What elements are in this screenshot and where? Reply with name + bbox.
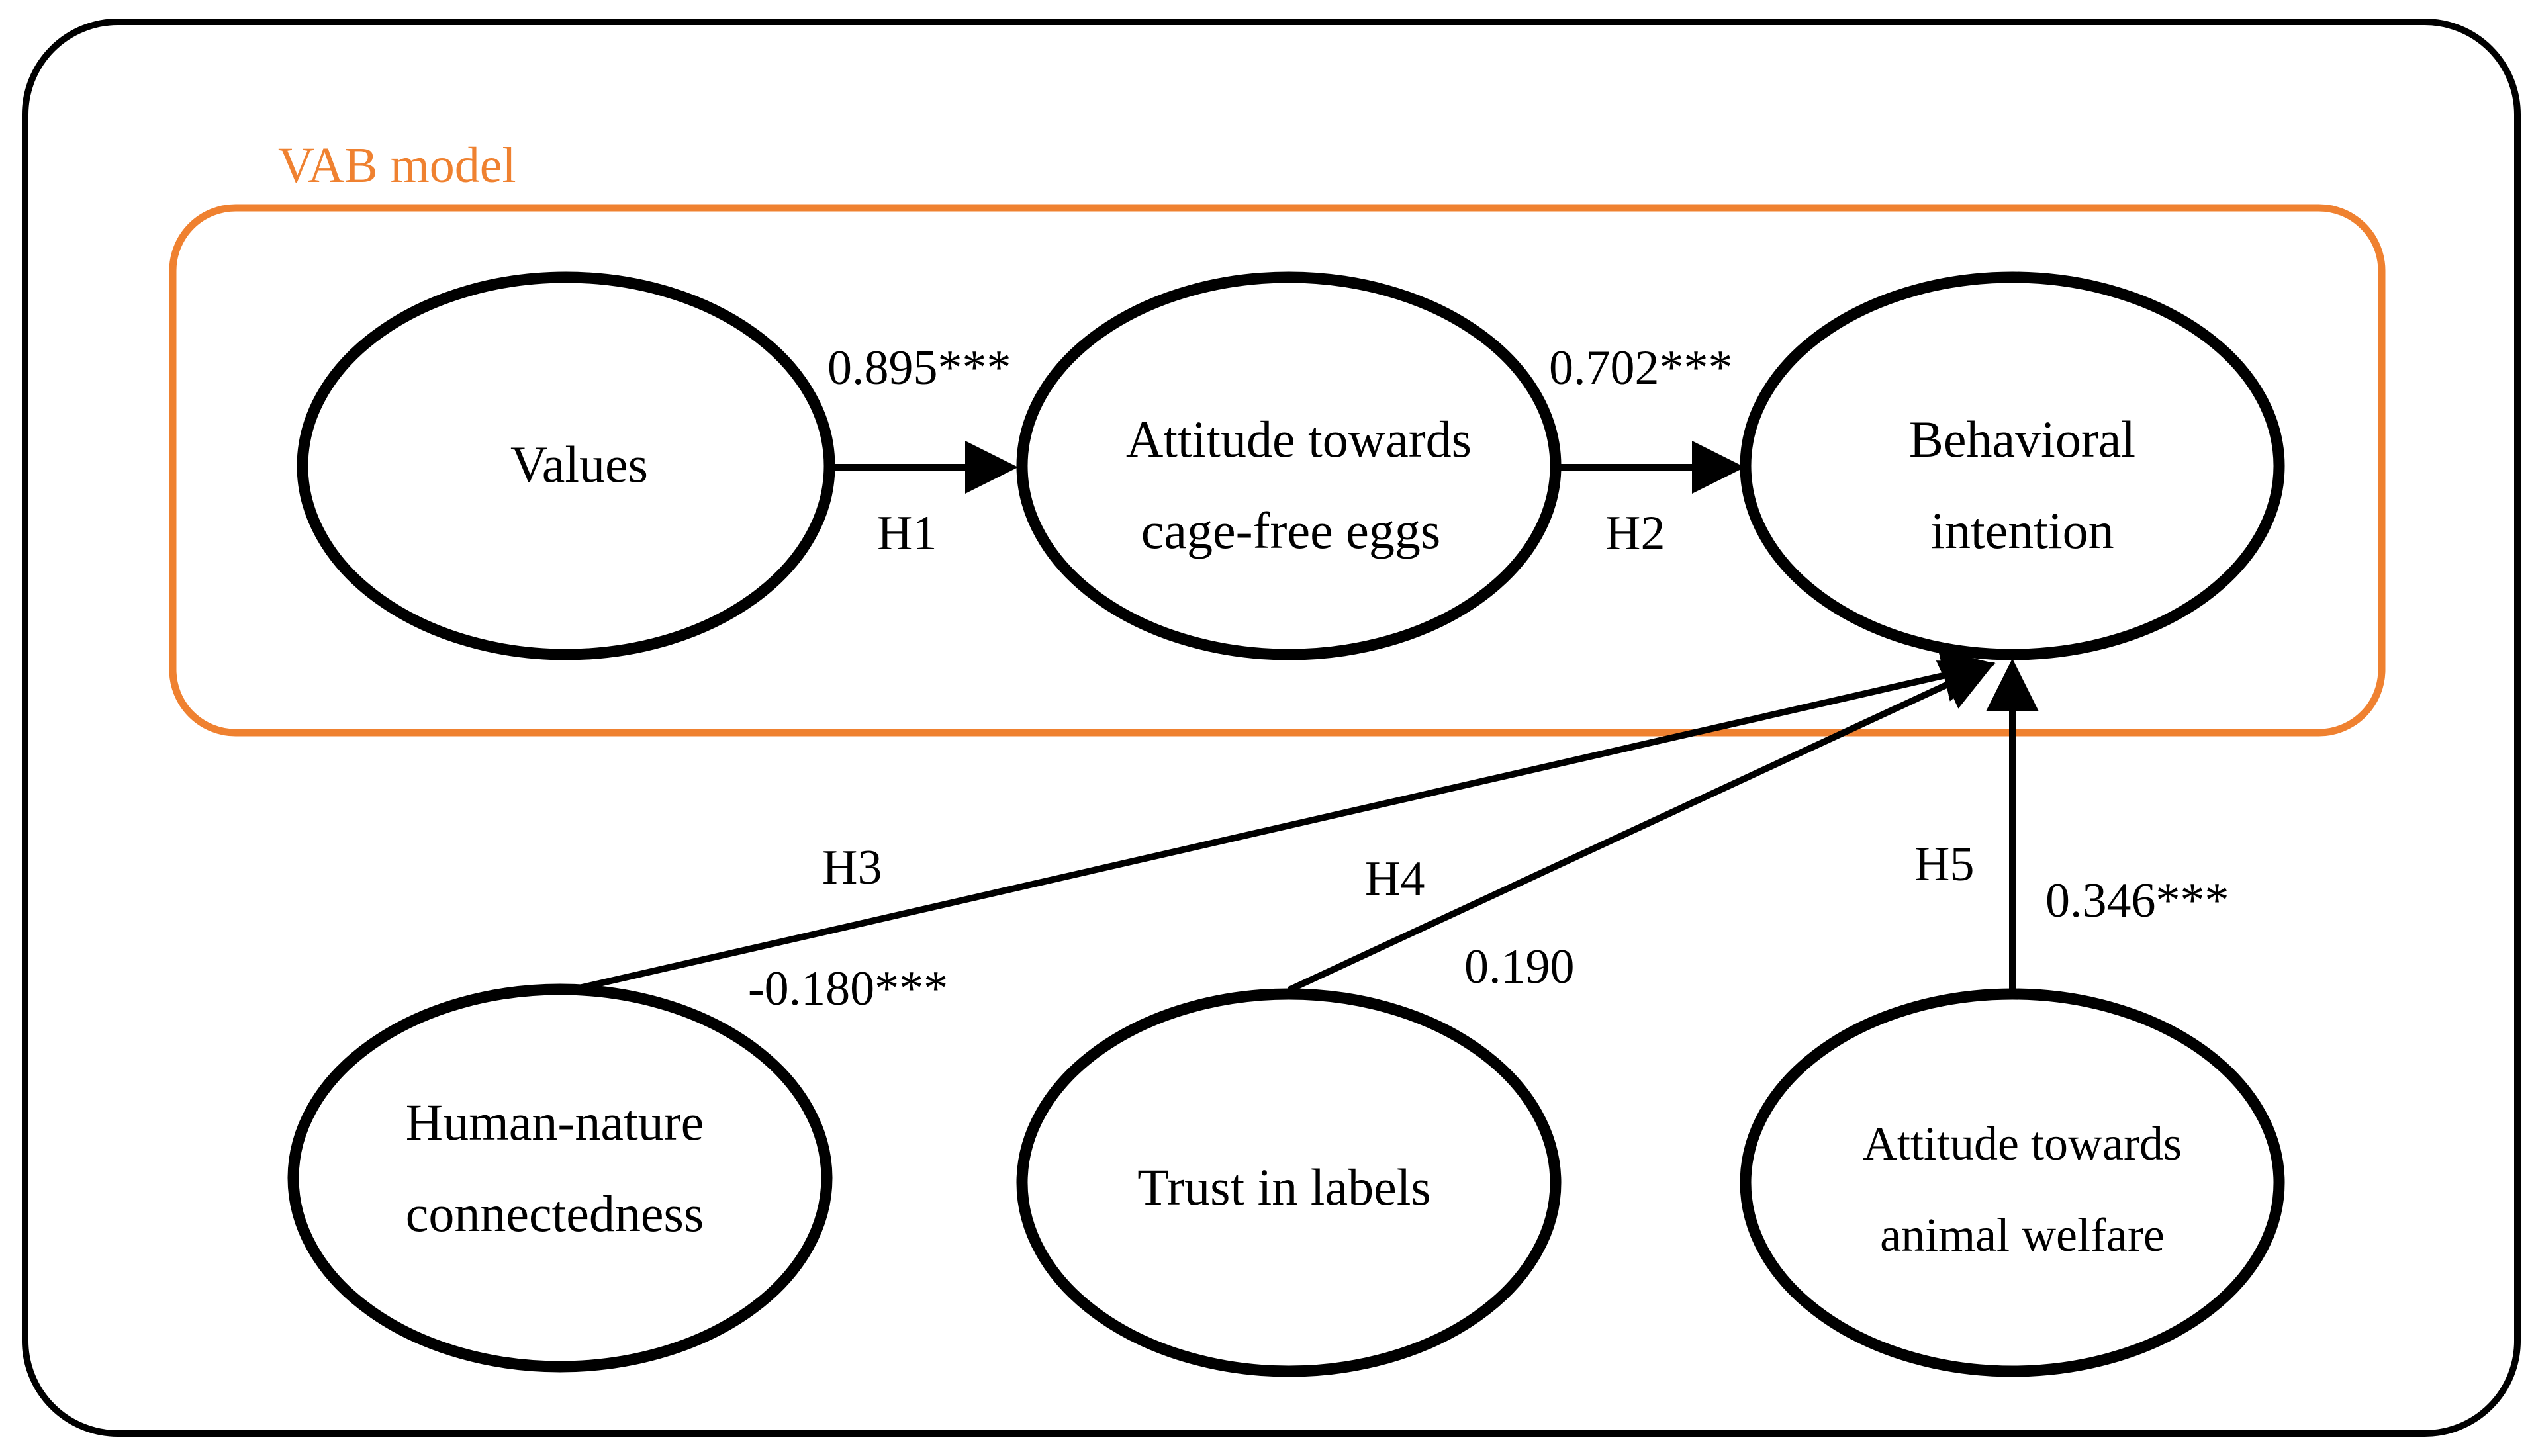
edge-h3-arrow	[572, 649, 1996, 993]
edge-h3-hypothesis: H3	[822, 841, 882, 895]
node-behavioral-intention-label-line2: intention	[1930, 502, 2114, 559]
node-behavioral-intention-label-line1: Behavioral	[1909, 410, 2135, 468]
node-attitude-animal-welfare-label-line2: animal welfare	[1880, 1208, 2165, 1261]
node-behavioral-intention-ellipse	[1740, 271, 2285, 660]
node-trust-in-labels-ellipse	[1016, 988, 1562, 1377]
vab-model-title: VAB model	[278, 138, 516, 193]
node-trust-in-labels-label: Trust in labels	[1137, 1158, 1431, 1216]
node-human-nature-label-line1: Human-nature	[406, 1093, 704, 1151]
node-trust-in-labels: Trust in labels	[1016, 988, 1562, 1377]
edge-h2-hypothesis: H2	[1605, 506, 1665, 561]
node-behavioral-intention: Behavioral intention	[1740, 271, 2285, 660]
node-values-label: Values	[510, 435, 648, 493]
node-attitude-cage-free-label-line2: cage-free eggs	[1141, 502, 1441, 559]
node-attitude-cage-free-label-line1: Attitude towards	[1126, 410, 1472, 468]
node-attitude-cage-free-eggs: Attitude towards cage-free eggs	[1016, 271, 1562, 660]
edges	[572, 441, 2039, 993]
edge-h1-hypothesis: H1	[877, 506, 937, 561]
edge-h1-coefficient: 0.895***	[827, 341, 1011, 395]
edge-h4-hypothesis: H4	[1365, 852, 1425, 906]
edge-h4-coefficient: 0.190	[1464, 940, 1575, 994]
edge-h5-hypothesis: H5	[1914, 837, 1974, 891]
edge-h2-coefficient: 0.702***	[1549, 341, 1733, 395]
node-human-nature-label-line2: connectedness	[406, 1185, 704, 1242]
node-human-nature-ellipse	[287, 983, 833, 1373]
edge-h3-coefficient: -0.180***	[748, 962, 948, 1016]
edge-labels: 0.895*** H1 0.702*** H2 H3 -0.180*** H4 …	[748, 341, 2229, 1016]
node-values: Values	[297, 271, 835, 660]
edge-h4-arrow	[1287, 660, 1996, 993]
node-human-nature-connectedness: Human-nature connectedness	[287, 983, 833, 1373]
node-values-ellipse	[297, 271, 835, 660]
node-attitude-animal-welfare: Attitude towards animal welfare	[1740, 988, 2285, 1377]
node-attitude-animal-welfare-ellipse	[1740, 988, 2285, 1377]
node-attitude-animal-welfare-label-line1: Attitude towards	[1863, 1117, 2182, 1170]
edge-h5-coefficient: 0.346***	[2045, 874, 2229, 928]
vab-model-box	[169, 204, 2386, 737]
node-attitude-cage-free-ellipse	[1016, 271, 1562, 660]
